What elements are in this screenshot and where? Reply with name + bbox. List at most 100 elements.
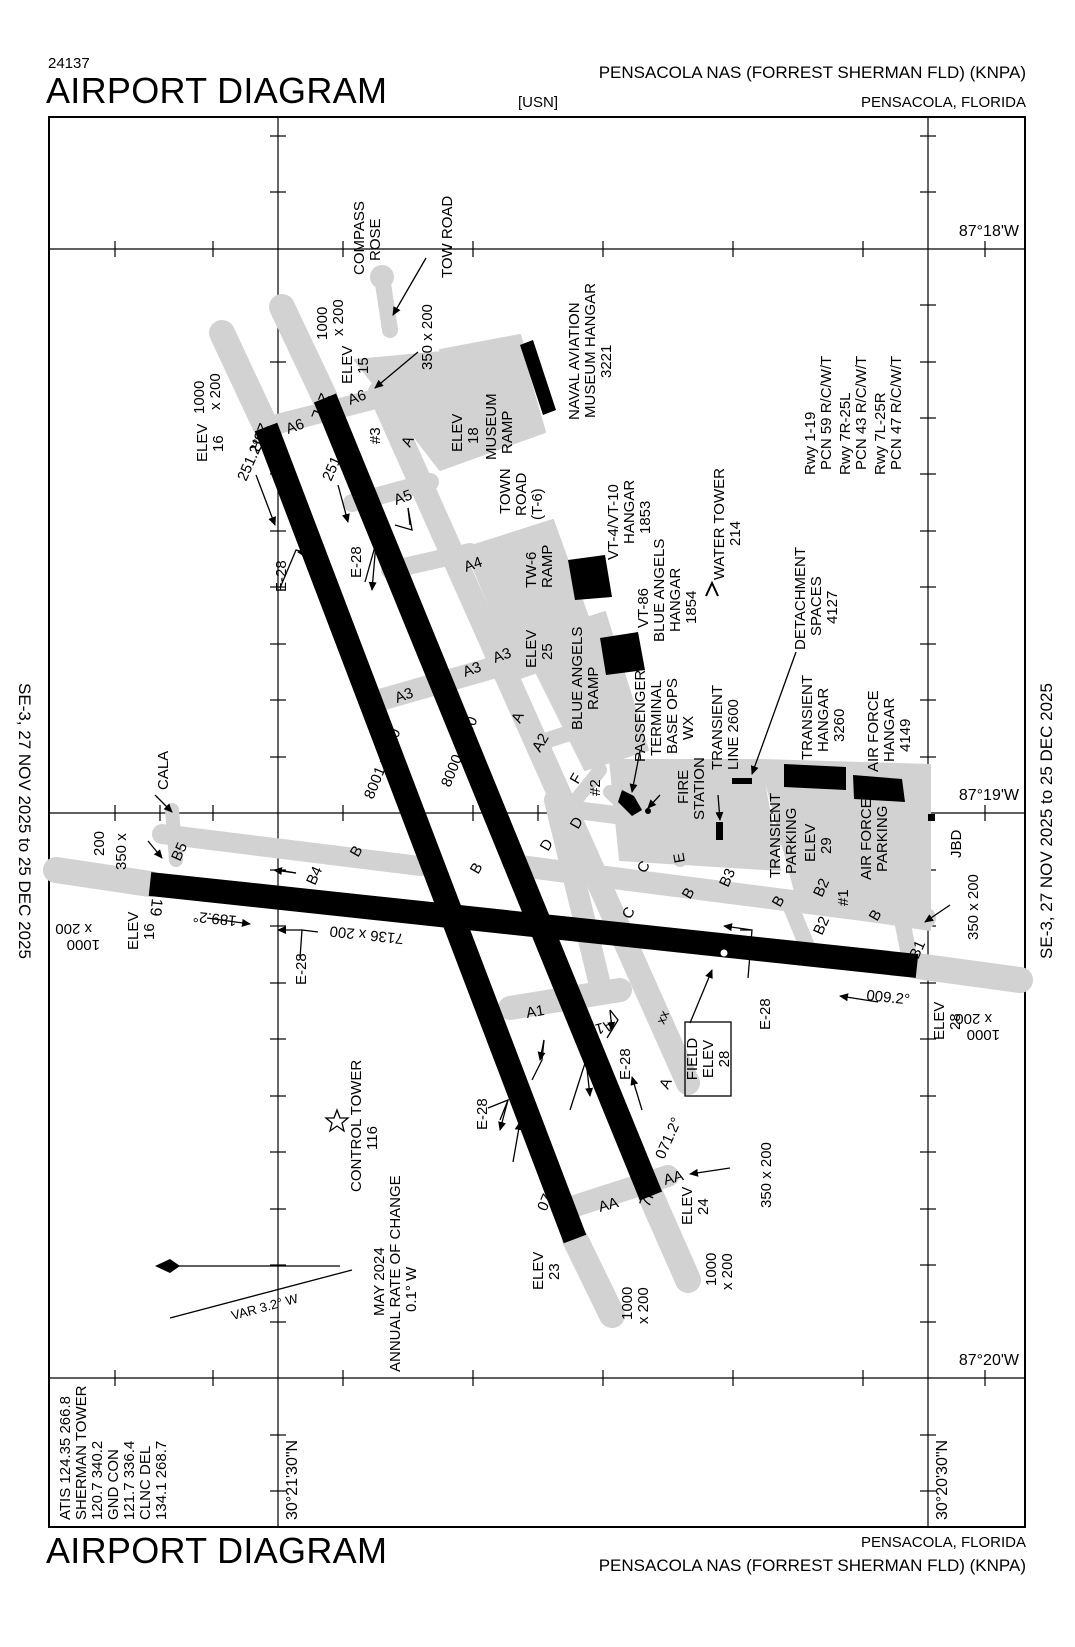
overrun-7r xyxy=(638,1183,701,1293)
svg-text:1000: 1000 xyxy=(703,1253,720,1286)
svg-text:ELEV: ELEV xyxy=(530,1252,547,1290)
svg-text:FIELD: FIELD xyxy=(684,1038,701,1081)
svg-text:16: 16 xyxy=(210,435,227,452)
tow-road-label: TOW ROAD xyxy=(439,196,456,278)
pavement xyxy=(43,265,1033,1328)
svg-text:ELEV: ELEV xyxy=(679,1187,696,1225)
svg-text:MUSEUM HANGAR: MUSEUM HANGAR xyxy=(582,283,599,418)
svg-text:DETACHMENT: DETACHMENT xyxy=(792,547,809,650)
jbd-label: JBD xyxy=(948,829,965,858)
svg-text:25: 25 xyxy=(539,643,556,660)
water-tower-label: WATER TOWER 214 xyxy=(711,468,744,580)
air-force-hangar-building xyxy=(853,775,905,802)
svg-text:SHERMAN TOWER: SHERMAN TOWER xyxy=(73,1385,90,1520)
taxiway-label-a2: A2 xyxy=(529,731,553,755)
svg-text:x 200: x 200 xyxy=(55,920,92,937)
svg-text:28: 28 xyxy=(716,1051,733,1068)
rw-19-hdg: 189.2° xyxy=(192,907,237,928)
taxiway-label-a5: A5 xyxy=(392,487,415,509)
svg-text:MAY 2024: MAY 2024 xyxy=(371,1247,388,1316)
detachment-label: DETACHMENT SPACES 4127 xyxy=(792,547,841,650)
svg-text:18: 18 xyxy=(465,427,482,444)
svg-text:Rwy 1-19: Rwy 1-19 xyxy=(802,412,819,475)
svg-text:RAMP: RAMP xyxy=(585,667,602,710)
diagram-frame xyxy=(48,116,1026,1528)
e28-label-4: E-28 xyxy=(474,1098,491,1130)
svg-text:1000: 1000 xyxy=(619,1287,636,1320)
transient-hangar-label: TRANSIENT HANGAR 3260 xyxy=(799,675,848,760)
var-label: VAR 3.2° W xyxy=(230,1291,301,1323)
transient-hangar-building xyxy=(784,764,846,790)
taxiway-label-a6b: A6 xyxy=(346,387,369,409)
dim-350-bottom: 350 x 200 xyxy=(758,1142,775,1208)
svg-text:CLNC DEL: CLNC DEL xyxy=(137,1446,154,1520)
svg-text:214: 214 xyxy=(727,521,744,546)
num2-label: #2 xyxy=(587,779,604,796)
svg-text:TRANSIENT: TRANSIENT xyxy=(799,675,816,760)
rw-7r-end: 7R xyxy=(637,1184,660,1209)
svg-text:VT-86: VT-86 xyxy=(635,588,652,628)
blue-angels-ramp-label: BLUE ANGELS RAMP xyxy=(569,627,602,730)
svg-text:ELEV: ELEV xyxy=(194,424,211,462)
overrun-19 xyxy=(43,857,163,897)
vt4-hangar-label: VT-4/VT-10 HANGAR 1853 xyxy=(605,480,654,560)
svg-text:16: 16 xyxy=(141,923,158,940)
svg-text:ELEV: ELEV xyxy=(931,1002,948,1040)
svg-text:HANGAR: HANGAR xyxy=(815,688,832,752)
svg-text:1000: 1000 xyxy=(967,1026,1000,1043)
svg-text:x 200: x 200 xyxy=(635,1287,652,1324)
field-elev-label: FIELD ELEV 28 xyxy=(684,1038,733,1081)
svg-text:MUSEUM: MUSEUM xyxy=(483,393,500,460)
svg-text:x 200: x 200 xyxy=(719,1253,736,1290)
taxiway-label-aa: AA xyxy=(597,1194,621,1216)
dim-350-right: 350 x 200 xyxy=(965,874,982,940)
svg-text:TRANSIENT: TRANSIENT xyxy=(767,793,784,878)
taxiway-label-e: E xyxy=(670,851,688,864)
svg-text:(T-6): (T-6) xyxy=(529,488,546,520)
svg-text:GND CON: GND CON xyxy=(105,1449,122,1520)
svg-text:ELEV: ELEV xyxy=(523,630,540,668)
footer-title: AIRPORT DIAGRAM xyxy=(46,1530,388,1571)
svg-text:RAMP: RAMP xyxy=(539,545,556,588)
svg-text:BLUE ANGELS: BLUE ANGELS xyxy=(569,627,586,730)
taxiway-b-west xyxy=(152,824,430,876)
air-force-ramp-area xyxy=(759,759,931,931)
overrun-25r xyxy=(209,320,279,440)
svg-text:3221: 3221 xyxy=(598,345,615,378)
svg-text:x 200: x 200 xyxy=(330,299,347,336)
town-road-label: TOWN ROAD (T-6) xyxy=(497,468,546,520)
passenger-terminal-label: PASSENGER TERMINAL BASE OPS WX xyxy=(632,670,697,762)
operator-label: [USN] xyxy=(518,94,559,111)
museum-ramp-label: ELEV 18 MUSEUM RAMP xyxy=(449,393,516,460)
lon-top-label: 87°18'W xyxy=(959,223,1020,240)
buildings xyxy=(520,340,935,840)
mag-var-label: MAY 2024 ANNUAL RATE OF CHANGE 0.1° W xyxy=(371,1175,420,1372)
svg-text:1000: 1000 xyxy=(314,307,331,340)
svg-text:1854: 1854 xyxy=(683,591,700,624)
svg-text:WATER TOWER: WATER TOWER xyxy=(711,468,728,580)
dim-350-top: 350 x 200 xyxy=(419,304,436,370)
svg-text:TOWN: TOWN xyxy=(497,468,514,514)
svg-text:CONTROL TOWER: CONTROL TOWER xyxy=(348,1060,365,1192)
svg-text:1000: 1000 xyxy=(67,936,100,953)
e28-label-6: E-28 xyxy=(757,998,774,1030)
overrun-7l xyxy=(562,1226,625,1328)
svg-text:PCN 43 R/C/W/T: PCN 43 R/C/W/T xyxy=(853,356,870,470)
svg-text:ELEV: ELEV xyxy=(339,346,356,384)
taxiway-label-a3b: A3 xyxy=(461,659,484,681)
rw-7l-end: 7L xyxy=(560,1214,582,1237)
transient-line-bar xyxy=(732,778,752,784)
taxiway-label-aa-b: AA xyxy=(662,1167,686,1189)
runway-1-19 xyxy=(148,872,919,978)
elev29-label: ELEV 29 xyxy=(802,824,835,862)
svg-text:SPACES: SPACES xyxy=(808,576,825,636)
taxiway-label-a4: A4 xyxy=(462,554,485,576)
tw6-ramp-label: TW-6 RAMP xyxy=(523,545,556,588)
rw-1-end: 1 xyxy=(900,960,918,971)
lon-bot-label: 87°20'W xyxy=(959,1352,1020,1369)
svg-text:PCN 59 R/C/W/T: PCN 59 R/C/W/T xyxy=(818,356,835,470)
taxiway-label-a3c: A3 xyxy=(491,645,514,667)
vt86-hangar-building xyxy=(600,632,645,675)
svg-text:ROSE: ROSE xyxy=(367,218,384,261)
